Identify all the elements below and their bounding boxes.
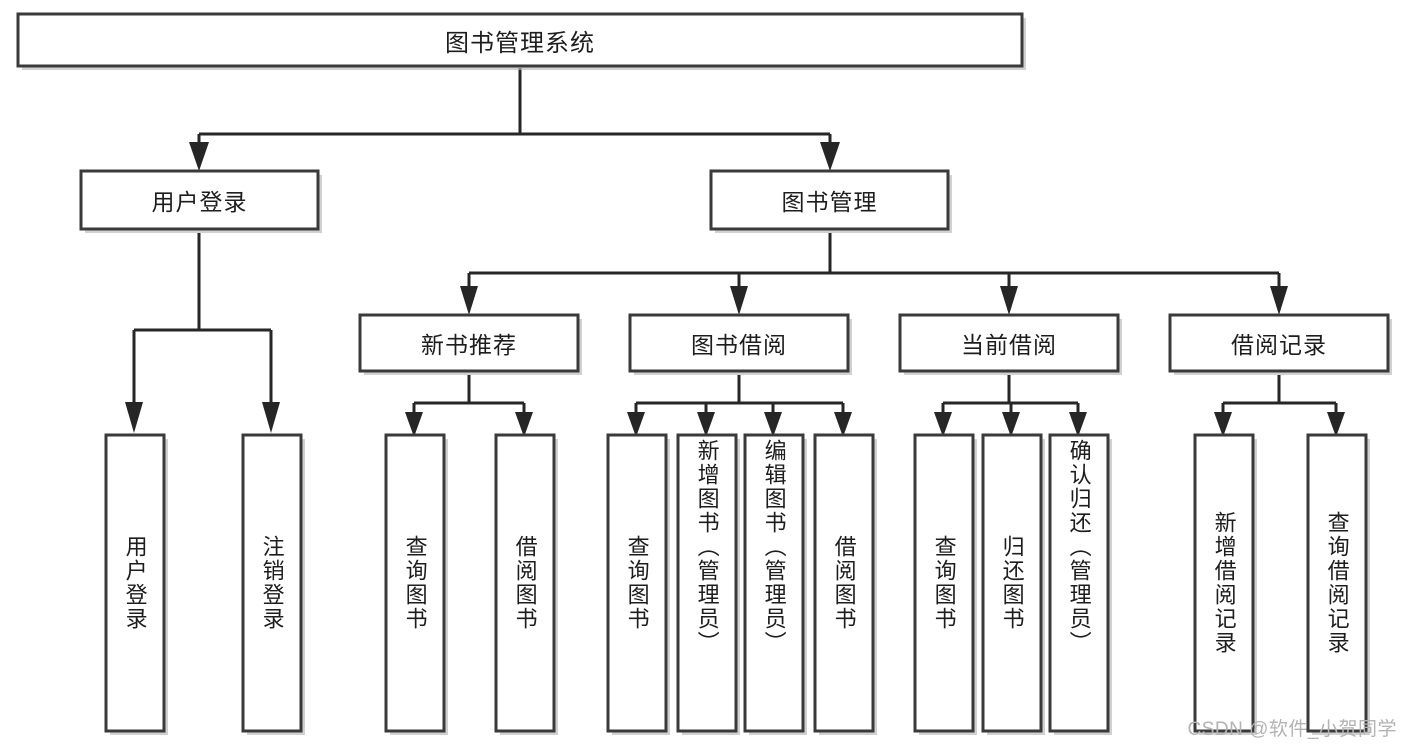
arrowhead-leaf-logout bbox=[262, 402, 280, 433]
arrowhead-leaf-add-record bbox=[1214, 412, 1232, 437]
user-login-box[interactable] bbox=[79, 169, 320, 231]
root-box[interactable] bbox=[16, 12, 1024, 68]
leaf-add-book-box[interactable] bbox=[676, 433, 738, 733]
leaf-borrow-book-2-box[interactable] bbox=[813, 433, 875, 733]
arrowhead-book-manage bbox=[820, 142, 840, 171]
current-borrow-box[interactable] bbox=[898, 313, 1120, 373]
leaf-query-book-1-box[interactable] bbox=[384, 433, 446, 733]
leaf-logout-box[interactable] bbox=[241, 433, 303, 733]
arrowhead-current-borrow bbox=[1000, 286, 1018, 315]
leaf-query-record-box[interactable] bbox=[1306, 433, 1368, 733]
arrowhead-user-login bbox=[189, 142, 209, 171]
arrowhead-group bbox=[125, 142, 1345, 437]
leaf-borrow-book-1-box[interactable] bbox=[494, 433, 556, 733]
arrowhead-leaf-user-login bbox=[125, 402, 143, 433]
arrowhead-leaf-query-book-2 bbox=[627, 412, 645, 437]
node-box-group bbox=[16, 12, 1392, 735]
arrowhead-leaf-borrow-book-2 bbox=[834, 412, 852, 437]
arrowhead-leaf-edit-book bbox=[764, 412, 782, 437]
leaf-add-record-box[interactable] bbox=[1193, 433, 1255, 733]
arrowhead-borrow-record bbox=[1270, 286, 1288, 315]
arrowhead-leaf-return-book bbox=[1002, 412, 1020, 437]
leaf-edit-book-box[interactable] bbox=[743, 433, 805, 733]
book-manage-box[interactable] bbox=[709, 169, 950, 231]
arrowhead-new-book-recommend bbox=[460, 286, 478, 315]
leaf-confirm-return-box[interactable] bbox=[1048, 433, 1110, 733]
borrow-record-box[interactable] bbox=[1168, 313, 1390, 373]
leaf-user-login-box[interactable] bbox=[104, 433, 166, 733]
arrowhead-leaf-borrow-book-1 bbox=[515, 412, 533, 437]
arrowhead-leaf-query-book-3 bbox=[934, 412, 952, 437]
leaf-query-book-2-box[interactable] bbox=[606, 433, 668, 733]
book-borrow-box[interactable] bbox=[628, 313, 850, 373]
leaf-return-book-box[interactable] bbox=[981, 433, 1043, 733]
arrowhead-book-borrow bbox=[730, 286, 748, 315]
arrowhead-leaf-confirm-return bbox=[1069, 412, 1087, 437]
arrowhead-leaf-query-record bbox=[1327, 412, 1345, 437]
arrowhead-leaf-query-book-1 bbox=[405, 412, 423, 437]
new-book-recommend-box[interactable] bbox=[358, 313, 580, 373]
leaf-query-book-3-box[interactable] bbox=[913, 433, 975, 733]
arrowhead-leaf-add-book bbox=[697, 412, 715, 437]
